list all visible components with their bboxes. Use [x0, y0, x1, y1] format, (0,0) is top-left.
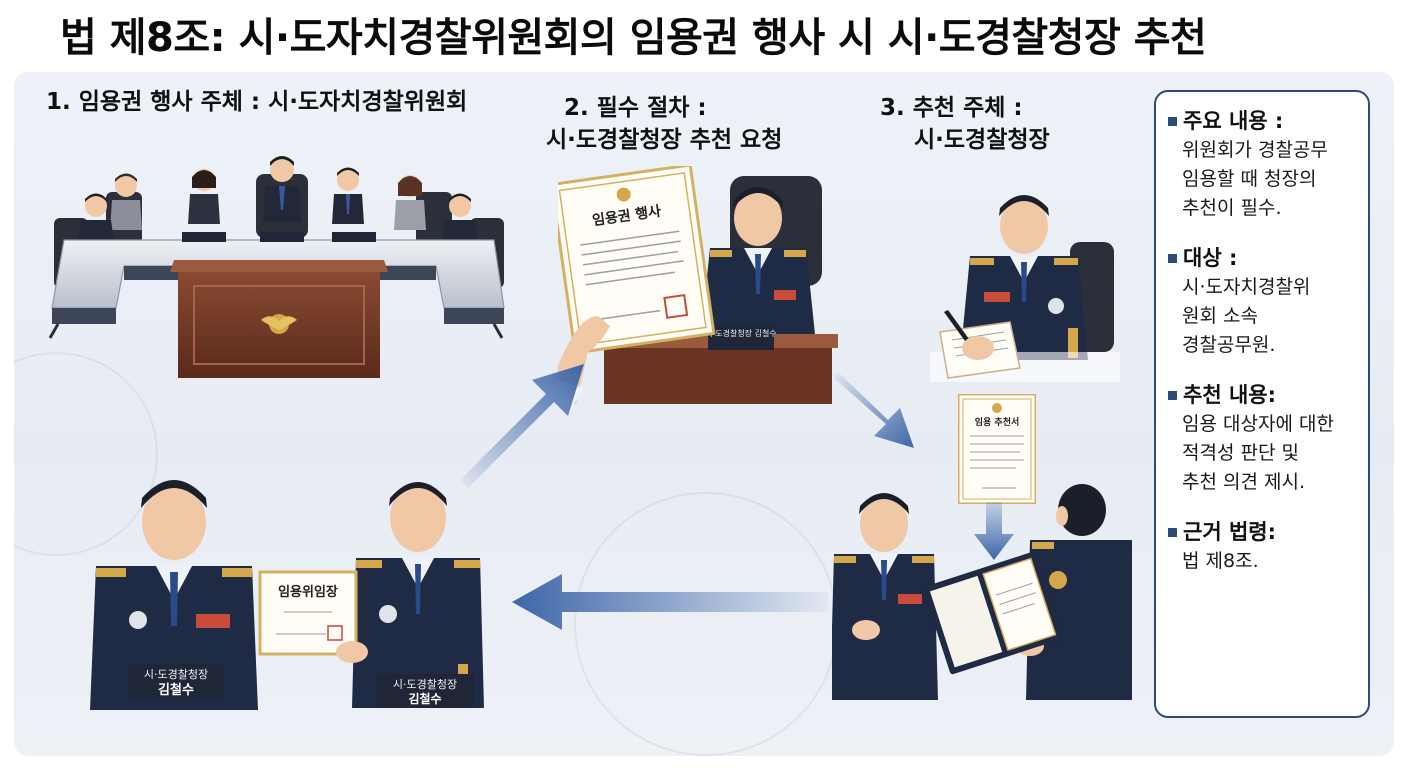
info-heading: 추천 내용: — [1183, 383, 1276, 407]
info-heading: 주요 내용 : — [1183, 109, 1284, 133]
recommendation-document-illustration: 임용 추천서 — [958, 394, 1036, 504]
info-heading: 근거 법령: — [1183, 520, 1276, 544]
flow-arrow-icon — [512, 574, 828, 630]
svg-text:김철수: 김철수 — [408, 691, 441, 706]
info-line: 시·도자치경찰위 — [1182, 276, 1311, 298]
info-line: 원회 소속 — [1182, 305, 1258, 327]
flow-arrow-icon — [974, 502, 1014, 560]
flow-arrow-icon — [834, 372, 914, 448]
page-title: 법 제8조: 시·도자치경찰위원회의 임용권 행사 시 시·도경찰청장 추천 — [60, 15, 1207, 61]
info-section-main: 주요 내용 : 위원회가 경찰공무 임용할 때 청장의 추천이 필수. — [1168, 106, 1358, 223]
info-heading: 대상 : — [1183, 246, 1238, 270]
handover-illustration — [832, 484, 1132, 700]
info-section-legal-basis: 근거 법령: 법 제8조. — [1168, 517, 1358, 576]
step-2-title: 2. 필수 절차 : 시·도경찰청장 추천 요청 — [546, 95, 783, 153]
svg-text:시·도경찰청장 김철수: 시·도경찰청장 김철수 — [705, 328, 776, 338]
step-1-title: 1. 임용권 행사 주체 : 시·도자치경찰위원회 — [46, 89, 468, 115]
info-line: 적격성 판단 및 — [1182, 442, 1299, 464]
info-section-recommendation: 추천 내용: 임용 대상자에 대한 적격성 판단 및 추천 의견 제시. — [1168, 380, 1358, 497]
info-line: 임용할 때 청장의 — [1182, 168, 1317, 190]
key-points-box: 주요 내용 : 위원회가 경찰공무 임용할 때 청장의 추천이 필수. 대상 :… — [1154, 90, 1370, 718]
bullet-square-icon — [1168, 390, 1177, 400]
appointment-letter-illustration: 시·도경찰청장 김철수 임용위임장 시·도경찰청장 김철수 — [84, 470, 484, 710]
info-line: 임용 대상자에 대한 — [1182, 413, 1334, 435]
svg-text:임용 추천서: 임용 추천서 — [975, 416, 1020, 428]
info-section-target: 대상 : 시·도자치경찰위 원회 소속 경찰공무원. — [1168, 243, 1358, 360]
flow-arrow-icon — [460, 364, 584, 488]
svg-text:시·도경찰청장: 시·도경찰청장 — [144, 668, 208, 681]
step-3-title: 3. 추천 주체 : 시·도경찰청장 — [880, 95, 1050, 153]
svg-text:임용위임장: 임용위임장 — [278, 584, 338, 600]
info-line: 추천이 필수. — [1182, 197, 1282, 219]
bullet-square-icon — [1168, 116, 1177, 126]
svg-text:김철수: 김철수 — [158, 682, 194, 698]
info-line: 경찰공무원. — [1182, 334, 1276, 356]
eagle-emblem-icon — [261, 314, 297, 334]
info-line: 법 제8조. — [1182, 550, 1259, 572]
committee-meeting-illustration — [44, 148, 514, 398]
info-line: 위원회가 경찰공무 — [1182, 139, 1328, 161]
svg-text:시·도경찰청장: 시·도경찰청장 — [393, 678, 457, 691]
bullet-square-icon — [1168, 527, 1177, 537]
request-illustration: 시·도경찰청장 김철수 임용권 행사 — [558, 166, 838, 404]
bullet-square-icon — [1168, 253, 1177, 263]
recommendation-signing-illustration — [920, 172, 1120, 382]
info-line: 추천 의견 제시. — [1182, 471, 1305, 493]
